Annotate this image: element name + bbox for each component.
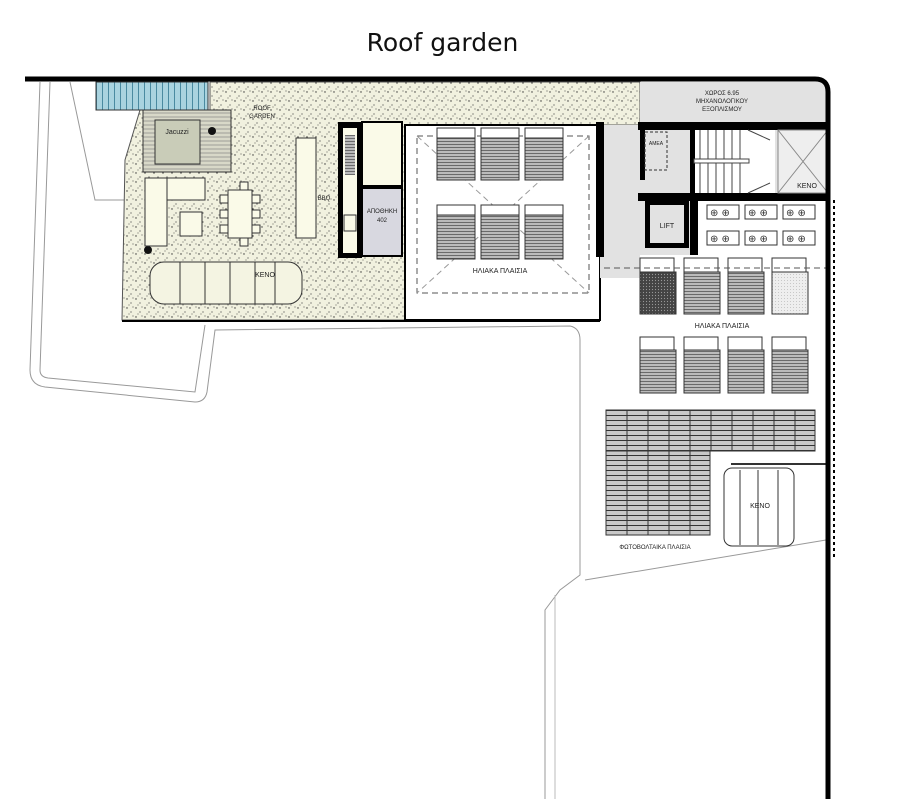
mech-room-label: ΕΞΟΠΛΙΣΜΟΥ — [702, 107, 742, 113]
jacuzzi — [154, 119, 201, 165]
perimeter-wall — [25, 76, 831, 799]
lounge-furniture — [144, 137, 317, 247]
svg-text:⊕ ⊕: ⊕ ⊕ — [748, 234, 768, 245]
photovoltaic-panels — [605, 409, 816, 536]
ac-units: ⊕ ⊕ ⊕ ⊕ ⊕ ⊕ ⊕ ⊕ ⊕ ⊕ ⊕ ⊕ — [706, 204, 816, 246]
void-bottom — [723, 463, 829, 547]
tree-icon — [208, 127, 216, 135]
photovoltaic-label: ΦΩΤΟΒΟΛΤΑΙΚΑ ΠΛΑΙΣΙΑ — [619, 545, 690, 551]
wc-room — [361, 121, 403, 187]
outline-lines — [29, 81, 827, 799]
storage-label: ΑΠΟΘΗΚΗ — [367, 209, 397, 215]
lift-label: LIFT — [660, 223, 675, 230]
page-title: Roof garden — [366, 28, 519, 57]
garden-void — [149, 261, 303, 305]
solar-panels-label: ΗΛΙΑΚΑ ΠΛΑΙΣΙΑ — [695, 323, 750, 330]
roof-garden-label: GARDEN — [249, 114, 275, 120]
accessible-wc — [644, 131, 668, 171]
svg-text:⊕ ⊕: ⊕ ⊕ — [786, 208, 806, 219]
svg-text:⊕ ⊕: ⊕ ⊕ — [786, 234, 806, 245]
roof-garden-label: ROOF — [253, 106, 271, 112]
svg-text:⊕ ⊕: ⊕ ⊕ — [710, 208, 730, 219]
void-label: KENO — [750, 503, 770, 510]
tree-icon — [144, 246, 152, 254]
bbq-label: BBQ — [318, 196, 331, 202]
svg-text:⊕ ⊕: ⊕ ⊕ — [710, 234, 730, 245]
staircase — [693, 129, 775, 194]
void-label: KENO — [255, 272, 275, 279]
mech-room-label: ΜΗΧΑΝΟΛΟΓΙΚΟΥ — [696, 99, 748, 105]
storage-label: 402 — [377, 218, 388, 224]
external-stair — [95, 81, 209, 111]
solar-panels-label: ΗΛΙΑΚΑ ΠΛΑΙΣΙΑ — [473, 268, 528, 275]
void-stair — [777, 129, 829, 194]
mech-room-label: ΧΩΡΟΣ 6.95 — [705, 91, 740, 97]
accessible-wc-label: ΑΜΕΑ — [649, 141, 664, 147]
svg-text:⊕ ⊕: ⊕ ⊕ — [748, 208, 768, 219]
void-label: KENO — [797, 183, 817, 190]
solar-panels-center — [436, 127, 564, 260]
jacuzzi-label: Jacuzzi — [165, 129, 189, 136]
storage-room — [361, 187, 403, 257]
